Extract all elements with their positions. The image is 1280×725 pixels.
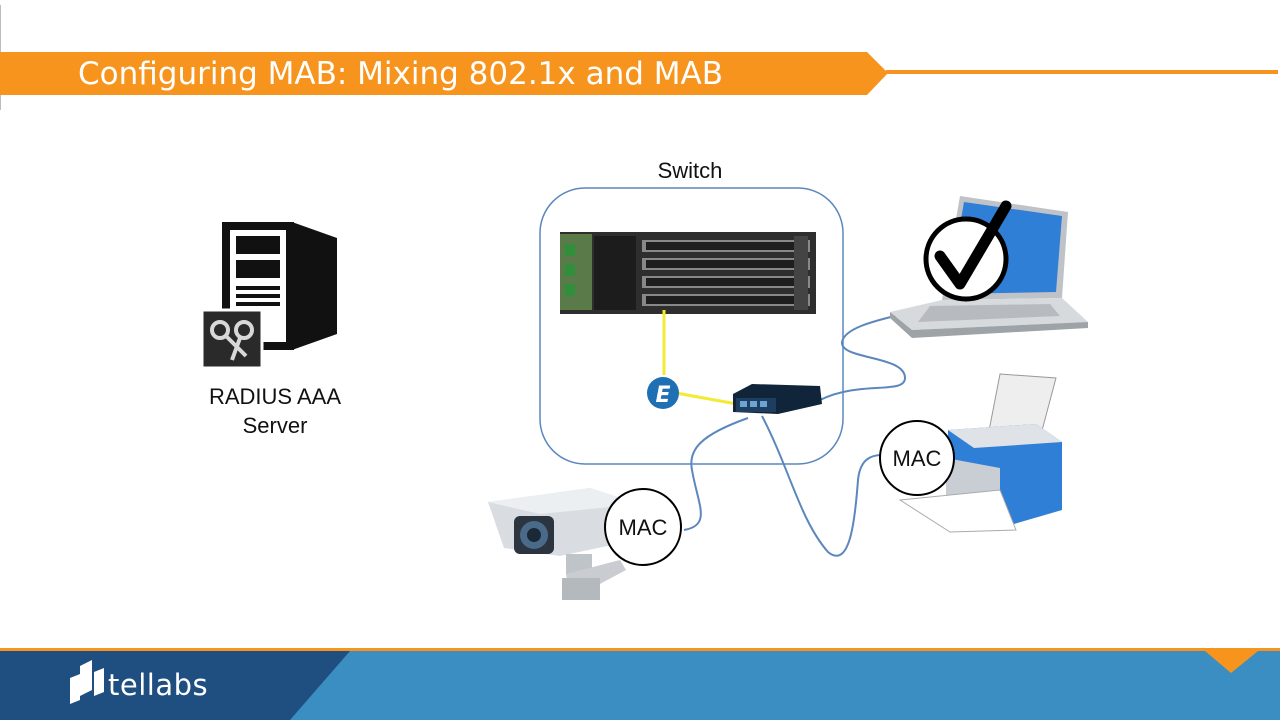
svg-text:E: E (655, 383, 670, 408)
camera-mac-badge: MAC (604, 488, 682, 566)
switch-chassis-icon (560, 232, 816, 314)
camera-mac-label: MAC (619, 515, 668, 540)
title-bar (0, 52, 888, 95)
title-accent-line (886, 70, 1278, 74)
keys-icon (200, 308, 264, 370)
connector-e-icon: E (647, 377, 679, 409)
checkmark-icon (923, 200, 1012, 302)
radius-label-line-2: Server (242, 413, 308, 438)
hub-icon (733, 384, 822, 414)
network-diagram: E (200, 187, 1088, 600)
camera-cable (683, 417, 749, 531)
tellabs-logo-icon (70, 660, 104, 704)
switch-label: Switch (657, 158, 723, 183)
link-line (662, 310, 738, 406)
switch-boundary (539, 187, 844, 465)
slide-title: Configuring MAB: Mixing 802.1x and MAB (78, 56, 724, 92)
printer-icon (898, 373, 1062, 533)
footer-bar (0, 648, 1280, 720)
printer-mac-label: MAC (893, 446, 942, 471)
footer-brand: tellabs (108, 668, 209, 702)
printer-cable (761, 415, 883, 557)
radius-server-label: RADIUS AAA Server (180, 382, 370, 440)
radius-label-line-1: RADIUS AAA (208, 384, 342, 409)
footer-chevron (1205, 651, 1258, 673)
cables (683, 311, 911, 557)
printer-mac-badge: MAC (879, 420, 955, 496)
camera-icon (488, 488, 640, 600)
laptop-cable (819, 311, 911, 401)
title-banner (0, 5, 1278, 110)
